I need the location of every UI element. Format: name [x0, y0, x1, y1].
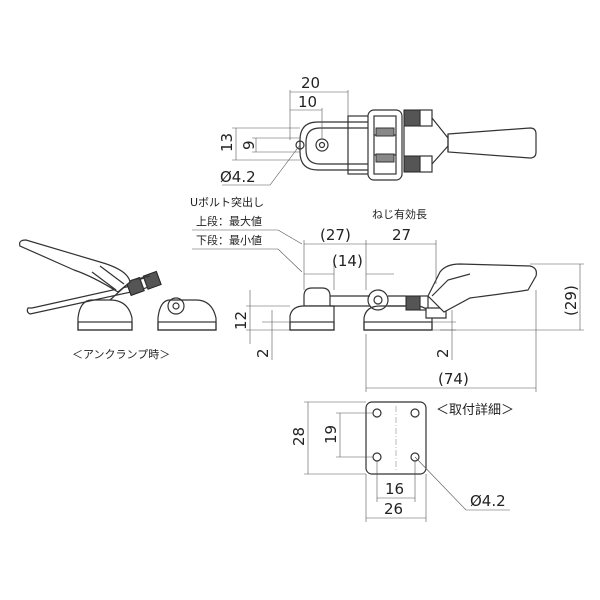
hole-left — [295, 140, 305, 150]
dim-2-right: 2 — [434, 348, 452, 358]
mount-detail: ＜取付詳細＞ 28 19 16 26 Ø4.2 — [290, 401, 514, 522]
dim-hole-mount: Ø4.2 — [470, 492, 506, 510]
dim-2-left: 2 — [254, 348, 272, 358]
note-upper: 上段：最大値 — [196, 214, 262, 228]
dim-16: 16 — [385, 480, 404, 498]
note-lower: 下段：最小値 — [196, 233, 262, 247]
dim-13: 13 — [218, 133, 236, 152]
dim-9: 9 — [240, 140, 258, 150]
dim-10: 10 — [298, 93, 317, 111]
hole-right — [315, 138, 329, 152]
top-view: 20 10 13 9 Ø4.2 — [218, 74, 537, 186]
dim-27-paren: (27) — [320, 226, 351, 244]
dim-19: 19 — [322, 425, 340, 444]
dim-29-paren: (29) — [562, 285, 580, 316]
dim-26: 26 — [384, 500, 403, 518]
note-thread: ねじ有効長 — [372, 207, 427, 221]
dim-28: 28 — [290, 427, 308, 446]
unclamp-caption: ＜アンクランプ時＞ — [72, 348, 170, 361]
dim-27: 27 — [392, 226, 411, 244]
dim-hole-top: Ø4.2 — [220, 168, 256, 186]
dim-12: 12 — [232, 311, 250, 330]
mount-caption: ＜取付詳細＞ — [436, 402, 514, 418]
side-view: Uボルト突出し 上段：最大値 下段：最小値 ねじ有効長 (27) — [190, 195, 584, 392]
unclamp-view: ＜アンクランプ時＞ — [19, 239, 217, 361]
dim-14-paren: (14) — [332, 252, 363, 270]
dim-20: 20 — [301, 74, 320, 92]
note-bolt: Uボルト突出し — [190, 195, 264, 209]
dim-74-paren: (74) — [438, 370, 469, 388]
